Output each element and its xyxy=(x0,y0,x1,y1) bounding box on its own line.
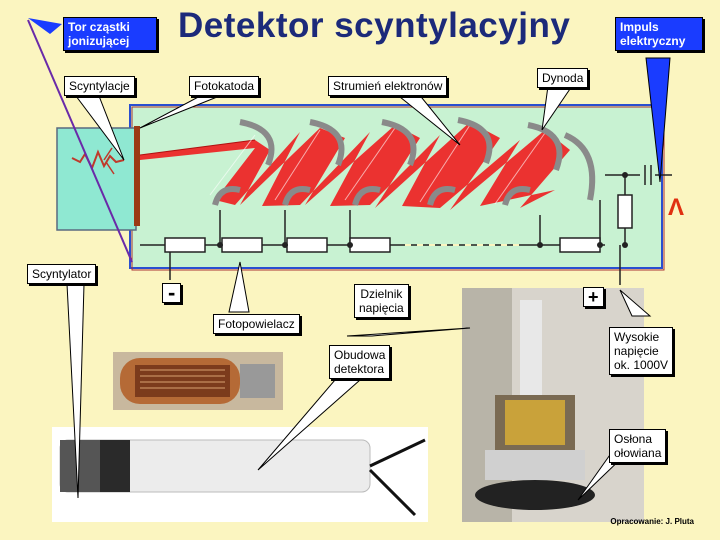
pulse-symbol-icon: Λ xyxy=(668,194,685,221)
scintillation-flash xyxy=(71,149,125,171)
high-voltage-label-line2: napięcie xyxy=(614,344,659,358)
impulse-label-line2: elektryczny xyxy=(620,34,686,48)
dynodes xyxy=(212,117,596,206)
high-voltage-label-line3: ok. 1000V xyxy=(614,358,669,372)
detector-housing-label: Obudowa detektora xyxy=(329,345,391,379)
scintillations-label: Scyntylacje xyxy=(64,76,135,96)
high-voltage-label: Wysokie napięcie ok. 1000V xyxy=(609,327,674,375)
impulse-pointer xyxy=(645,57,671,183)
minus-terminal: - xyxy=(162,282,182,304)
detector-housing-label-line2: detektora xyxy=(334,362,385,376)
impulse-label: Impuls elektryczny xyxy=(615,17,703,51)
lead-shield-label: Osłona ołowiana xyxy=(609,429,667,463)
particle-track-arrowhead xyxy=(28,18,62,34)
particle-track-label-line2: jonizującej xyxy=(68,34,130,48)
electron-stream xyxy=(139,122,570,210)
page-title: Detektor scyntylacyjny xyxy=(178,6,571,45)
credit-text: Opracowanie: J. Pluta xyxy=(610,517,694,526)
lead-shield-label-line2: ołowiana xyxy=(614,446,662,460)
photomultiplier-label: Fotopowielacz xyxy=(213,314,300,334)
photomultiplier-photo xyxy=(113,352,283,410)
voltage-divider-label-line1: Dzielnik xyxy=(360,287,403,301)
particle-track-label: Tor cząstki jonizującej xyxy=(63,17,157,51)
high-voltage-label-line1: Wysokie xyxy=(614,330,660,344)
scintillator-label: Scyntylator xyxy=(27,264,97,284)
detector-housing-label-line1: Obudowa xyxy=(334,348,386,362)
photocathode-plate xyxy=(134,126,140,226)
detector-housing-photo xyxy=(52,427,428,522)
wire-nodes xyxy=(217,172,628,248)
scintillation-rays xyxy=(103,147,115,175)
resistors xyxy=(164,194,633,253)
voltage-divider-label-line2: napięcia xyxy=(359,301,404,315)
dynode-label: Dynoda xyxy=(537,68,589,88)
particle-track-line xyxy=(27,19,133,263)
impulse-label-line1: Impuls xyxy=(620,20,659,34)
voltage-divider-label: Dzielnik napięcia xyxy=(354,284,409,318)
electron-stream-label: Strumień elektronów xyxy=(328,76,448,96)
plus-terminal: + xyxy=(583,287,604,307)
particle-track-label-line1: Tor cząstki xyxy=(68,20,130,34)
lead-shield-label-line1: Osłona xyxy=(614,432,653,446)
photocathode-label: Fotokatoda xyxy=(189,76,260,96)
lead-shield-photo xyxy=(462,288,644,522)
callout-pointers xyxy=(66,85,652,501)
